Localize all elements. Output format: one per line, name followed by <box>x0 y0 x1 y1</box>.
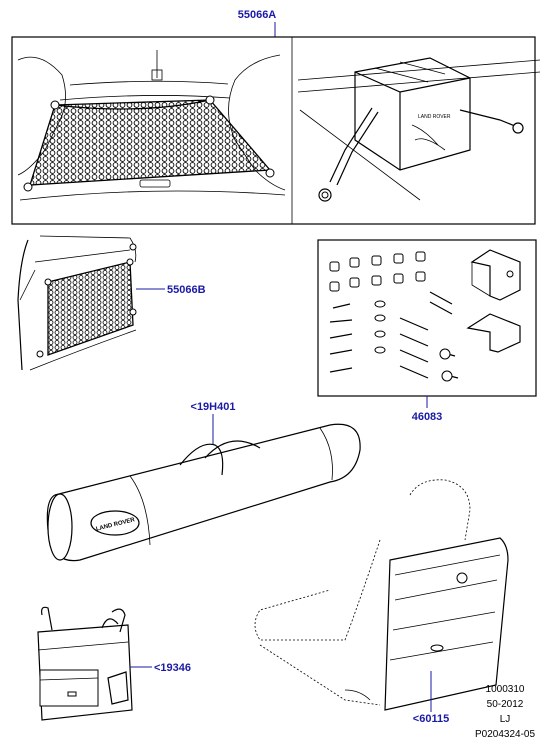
ref-line-1: 1000310 <box>486 684 525 695</box>
callout-55066a[interactable]: 55066A <box>238 9 277 21</box>
side-net-illustration <box>17 235 137 371</box>
ski-bag-illustration: LAND ROVER <box>46 423 361 562</box>
callout-19h401[interactable]: <19H401 <box>191 401 236 413</box>
top-net-frame <box>11 36 536 225</box>
cool-bag-illustration <box>37 606 133 721</box>
ref-line-2: 50-2012 <box>487 699 524 710</box>
callout-19346[interactable]: <19346 <box>154 662 191 674</box>
box-brand-text: LAND ROVER <box>418 114 451 120</box>
callout-60115[interactable]: <60115 <box>413 713 449 725</box>
callout-46083[interactable]: 46083 <box>412 411 443 423</box>
ref-line-4: P0204324-05 <box>475 729 535 740</box>
ref-line-3: LJ <box>500 714 511 725</box>
hardware-kit-illustration <box>329 249 521 382</box>
seat-organiser-illustration <box>254 479 509 711</box>
callout-55066b[interactable]: 55066B <box>167 284 206 296</box>
boot-net-illustration <box>17 50 286 201</box>
box-strap-illustration: LAND ROVER <box>297 57 541 202</box>
